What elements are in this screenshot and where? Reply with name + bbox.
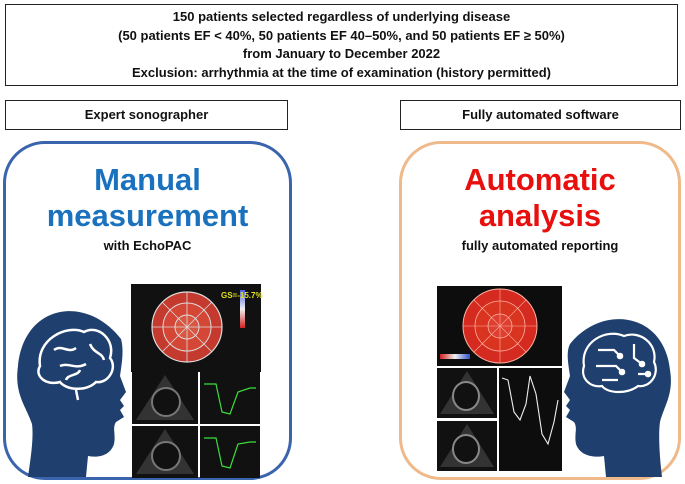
circuit-brain-icon <box>582 332 657 394</box>
inclusion-criteria-box: 150 patients selected regardless of unde… <box>5 4 678 86</box>
expert-sonographer-label: Expert sonographer <box>5 100 288 130</box>
criteria-line: Exclusion: arrhythmia at the time of exa… <box>132 64 551 80</box>
gs-readout: GS=-15.7% <box>221 291 263 300</box>
manual-title: Manual measurement <box>6 162 289 234</box>
criteria-line: from January to December 2022 <box>242 46 441 61</box>
manual-subtitle: with EchoPAC <box>103 238 192 253</box>
criteria-line: 150 patients selected regardless of unde… <box>172 9 511 24</box>
automatic-analysis-panel: Automatic analysis fully automated repor… <box>399 141 681 480</box>
manual-measurement-panel: Manual measurement with EchoPAC <box>3 141 292 480</box>
automatic-subtitle: fully automated reporting <box>461 238 619 253</box>
bullseye-window <box>131 284 261 372</box>
manual-figure: GS=-15.7% <box>17 284 263 478</box>
head-icon <box>564 319 671 477</box>
automatic-title: Automatic analysis <box>402 162 678 234</box>
echo-image <box>132 372 198 478</box>
manual-title-line1: Manual <box>94 162 201 197</box>
automatic-title-line2: analysis <box>478 198 602 233</box>
manual-title-line2: measurement <box>46 198 249 233</box>
bullseye-plot <box>151 291 223 363</box>
echo-image <box>437 368 497 471</box>
bullseye-window <box>437 286 562 366</box>
automatic-title-line1: Automatic <box>464 162 616 197</box>
head-icon <box>17 311 126 477</box>
criteria-line: (50 patients EF < 40%, 50 patients EF 40… <box>118 27 565 43</box>
bullseye-plot <box>462 288 538 364</box>
brain-icon <box>37 328 115 401</box>
automatic-figure <box>437 286 671 477</box>
strain-curve <box>499 368 562 471</box>
strain-curve <box>200 372 260 478</box>
automated-software-label: Fully automated software <box>400 100 681 130</box>
